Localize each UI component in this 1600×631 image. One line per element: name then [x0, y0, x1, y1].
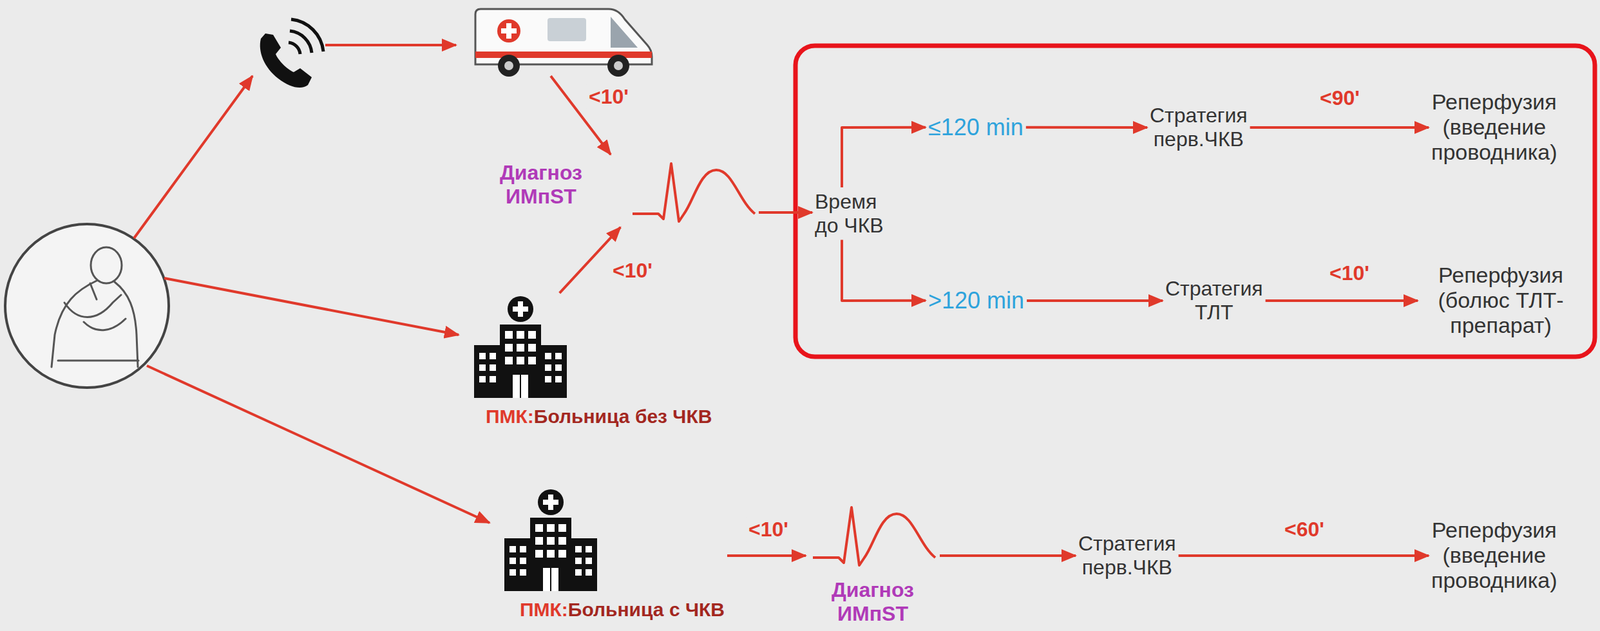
- time-label: <10': [609, 258, 656, 283]
- node-text: Реперфузия (болюс ТЛТ-препарат): [1420, 262, 1582, 339]
- node-text: >120 min: [928, 287, 1025, 314]
- step-node: ≤120 min: [928, 114, 1024, 141]
- time-label: <90': [1317, 86, 1363, 111]
- hospital-label: Больница с ЧКВ: [568, 599, 725, 621]
- node-text: Стратегия перв.ЧКВ: [1078, 532, 1177, 580]
- hospital-label: ПМК:: [519, 599, 569, 621]
- hospital-icon: [474, 296, 567, 399]
- step-node: Реперфузия (болюс ТЛТ-препарат): [1420, 262, 1582, 339]
- flow-arrow: [1178, 554, 1429, 558]
- node-text: Реперфузия (введение проводника): [1431, 517, 1558, 594]
- flow-arrow: [841, 127, 926, 188]
- flow-arrow: [727, 554, 806, 558]
- time-label: <10': [1326, 261, 1372, 286]
- hospital-node: ПМК:Больница без ЧКВ: [485, 295, 712, 429]
- step-node: Стратегия перв.ЧКВ: [1149, 103, 1248, 152]
- patient-figure: [5, 224, 169, 388]
- flow-arrow: [133, 45, 611, 524]
- hospital-node: ПМК:Больница с ЧКВ: [519, 488, 725, 622]
- hospital-label: Больница без ЧКВ: [533, 405, 713, 428]
- flow-arrow: [1026, 299, 1163, 303]
- time-label: <10': [745, 517, 791, 542]
- flow-arrow: [841, 240, 926, 301]
- ecg-wave: [812, 507, 936, 566]
- flow-arrow: [1265, 299, 1418, 303]
- node-text: Стратегия перв.ЧКВ: [1149, 103, 1248, 152]
- ambulance-icon: [475, 9, 652, 77]
- step-node: Время до ЧКВ: [814, 190, 896, 238]
- ecg-wave: [632, 163, 755, 222]
- highlight-frame: [795, 45, 1595, 357]
- step-node: Реперфузия (введение проводника): [1431, 517, 1558, 594]
- step-node: Стратегия ТЛТ: [1165, 276, 1264, 325]
- step-node: Стратегия перв.ЧКВ: [1078, 532, 1177, 580]
- node-text: Время до ЧКВ: [814, 190, 896, 238]
- phone-icon: [260, 19, 324, 88]
- node-text: Диагноз ИМпST: [831, 578, 915, 627]
- node-text: Диагноз ИМпST: [499, 161, 583, 209]
- time-label: <60': [1281, 517, 1327, 542]
- time-label: <10': [586, 85, 632, 109]
- flow-arrow: [1250, 126, 1429, 129]
- step-node: Реперфузия (введение проводника): [1431, 89, 1558, 165]
- node-text: Стратегия ТЛТ: [1165, 276, 1264, 325]
- node-text: Реперфузия (введение проводника): [1431, 89, 1558, 165]
- flow-arrow: [758, 211, 813, 214]
- hospital-label: ПМК:: [485, 405, 534, 428]
- flow-arrow: [1026, 126, 1148, 129]
- step-node: Диагноз ИМпST: [499, 161, 757, 226]
- step-node: >120 min: [928, 287, 1025, 314]
- flow-arrow: [939, 554, 1076, 558]
- step-node: Диагноз ИМпST: [808, 488, 938, 627]
- node-text: ≤120 min: [928, 114, 1024, 141]
- hospital-icon: [504, 489, 598, 592]
